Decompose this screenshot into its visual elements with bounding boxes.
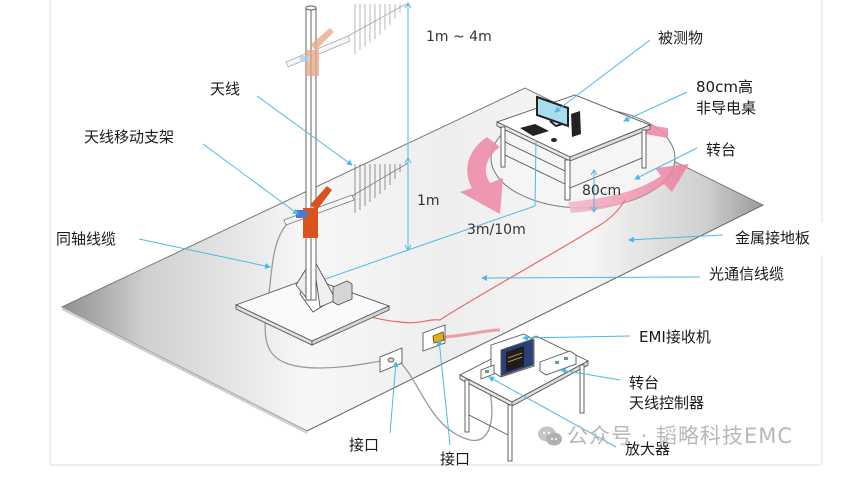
amplifier-device (480, 364, 495, 380)
label-nonconductive-table: 非导电桌 (696, 99, 757, 117)
label-coax-cable: 同轴线缆 (56, 230, 117, 248)
label-eut: 被测物 (658, 29, 704, 47)
label-interface-left: 接口 (349, 436, 380, 454)
dim-table-height: 80cm (582, 183, 622, 199)
antenna-upper-position (285, 3, 407, 76)
antenna-lower-position (283, 162, 409, 238)
eut-computer (520, 95, 581, 142)
turntable-antenna-controller (539, 350, 577, 376)
rotation-arrows (460, 125, 689, 214)
frame-lines (49, 0, 823, 466)
label-controller-antenna: 天线控制器 (629, 394, 705, 412)
label-antenna-mast: 天线移动支架 (84, 128, 175, 146)
leader-lines (138, 39, 724, 448)
label-interface-right: 接口 (440, 450, 471, 468)
label-table-height: 80cm高 (696, 78, 753, 96)
coax-cable (264, 221, 493, 441)
label-ground-plane: 金属接地板 (735, 229, 811, 247)
emi-receiver (490, 333, 535, 378)
dim-height-range: 1m ~ 4m (426, 29, 492, 45)
label-fiber-cable: 光通信线缆 (709, 265, 785, 283)
label-controller-turntable: 转台 (629, 374, 660, 392)
wechat-icon (538, 426, 562, 446)
dim-distance: 3m/10m (467, 222, 526, 238)
label-amplifier: 放大器 (625, 440, 671, 458)
label-antenna: 天线 (210, 80, 241, 98)
watermark-text: 公众号 · 韬略科技EMC (567, 424, 794, 448)
label-emi-receiver: EMI接收机 (639, 328, 711, 346)
label-turntable: 转台 (706, 141, 737, 159)
dim-antenna-height: 1m (417, 193, 440, 209)
